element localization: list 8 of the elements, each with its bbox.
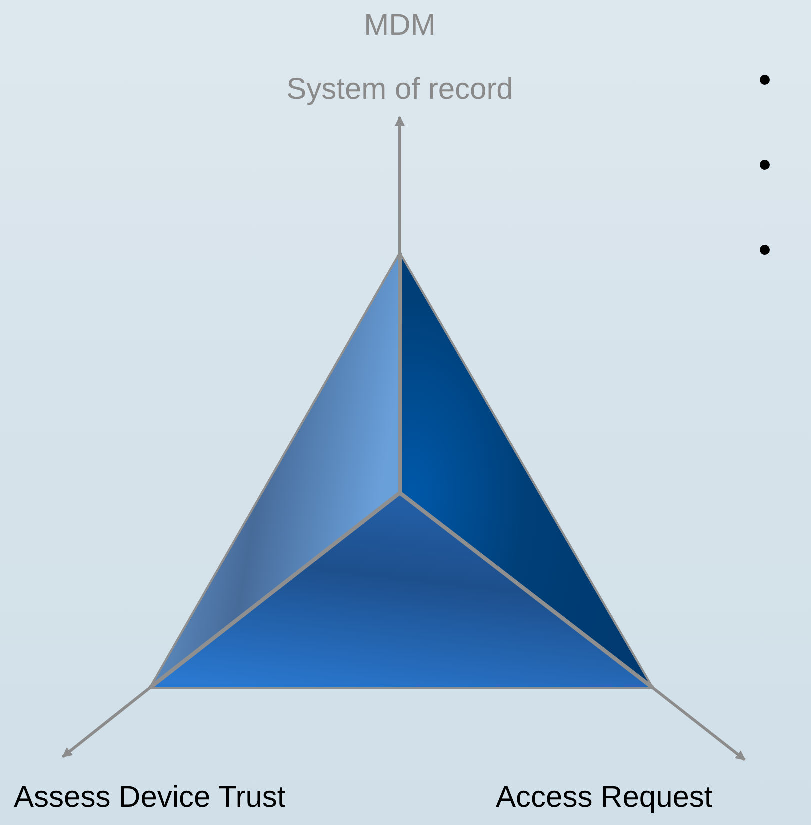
pyramid-drawing xyxy=(148,251,656,691)
axis-label: Access Request xyxy=(496,780,714,816)
axis-arrow xyxy=(652,686,746,762)
axis-arrow xyxy=(395,116,405,253)
axis-title: MDM xyxy=(364,8,436,44)
axis-arrow xyxy=(62,686,151,758)
axis-label: Assess Device Trust xyxy=(14,780,287,816)
axis-subtitle: System of record xyxy=(286,72,514,108)
